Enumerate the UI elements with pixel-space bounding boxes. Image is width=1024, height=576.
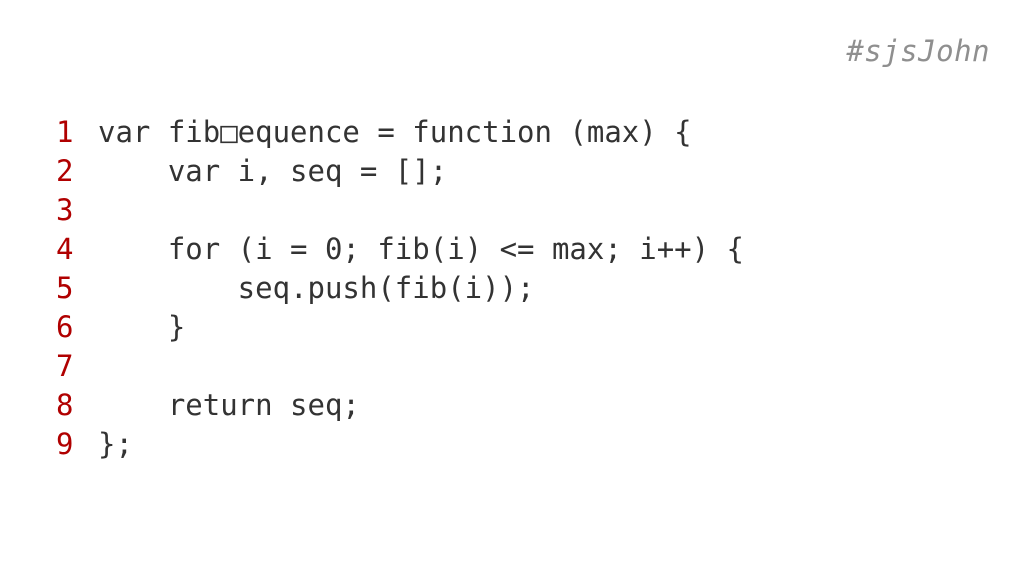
code-line: 9 }; xyxy=(56,425,744,464)
hashtag-label: #sjsJohn xyxy=(846,34,990,68)
line-text: }; xyxy=(98,427,133,461)
code-line: 3 xyxy=(56,191,744,230)
code-line: 4 for (i = 0; fib(i) <= max; i++) { xyxy=(56,230,744,269)
line-number: 6 xyxy=(56,310,74,344)
line-number: 7 xyxy=(56,349,74,383)
code-line: 7 xyxy=(56,347,744,386)
line-number: 9 xyxy=(56,427,74,461)
line-text: for (i = 0; fib(i) <= max; i++) { xyxy=(98,232,745,266)
line-number: 1 xyxy=(56,115,74,149)
line-text: var fib□equence = function (max) { xyxy=(98,115,692,149)
code-line: 5 seq.push(fib(i)); xyxy=(56,269,744,308)
line-text: } xyxy=(98,310,186,344)
line-text: return seq; xyxy=(98,388,360,422)
code-line: 8 return seq; xyxy=(56,386,744,425)
line-number: 4 xyxy=(56,232,74,266)
line-number: 2 xyxy=(56,154,74,188)
code-line: 2 var i, seq = []; xyxy=(56,152,744,191)
line-text: var i, seq = []; xyxy=(98,154,448,188)
code-line: 6 } xyxy=(56,308,744,347)
line-number: 8 xyxy=(56,388,74,422)
line-number: 3 xyxy=(56,193,74,227)
code-line: 1 var fib□equence = function (max) { xyxy=(56,113,744,152)
code-block: 1 var fib□equence = function (max) { 2 v… xyxy=(56,113,744,464)
line-text: seq.push(fib(i)); xyxy=(98,271,535,305)
line-number: 5 xyxy=(56,271,74,305)
